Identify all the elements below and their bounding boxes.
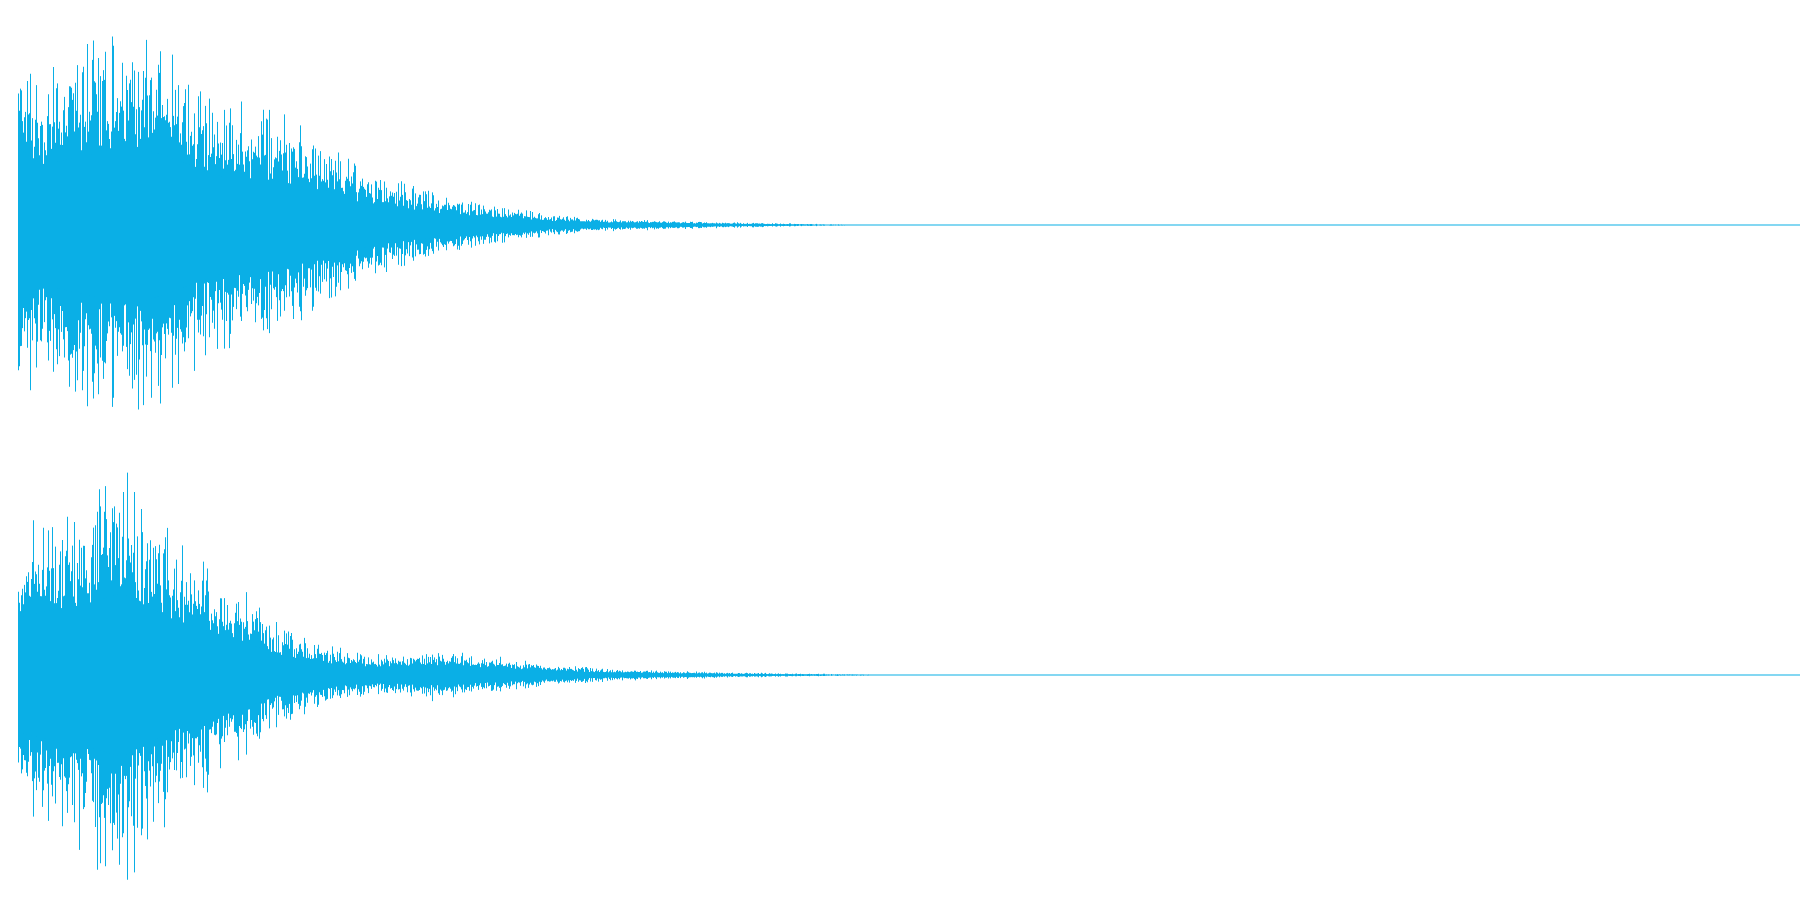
channel-2-waveform (18, 472, 1800, 880)
waveform-body (18, 594, 1800, 756)
channel-1-waveform (18, 36, 1800, 410)
waveform-body (18, 145, 1800, 305)
